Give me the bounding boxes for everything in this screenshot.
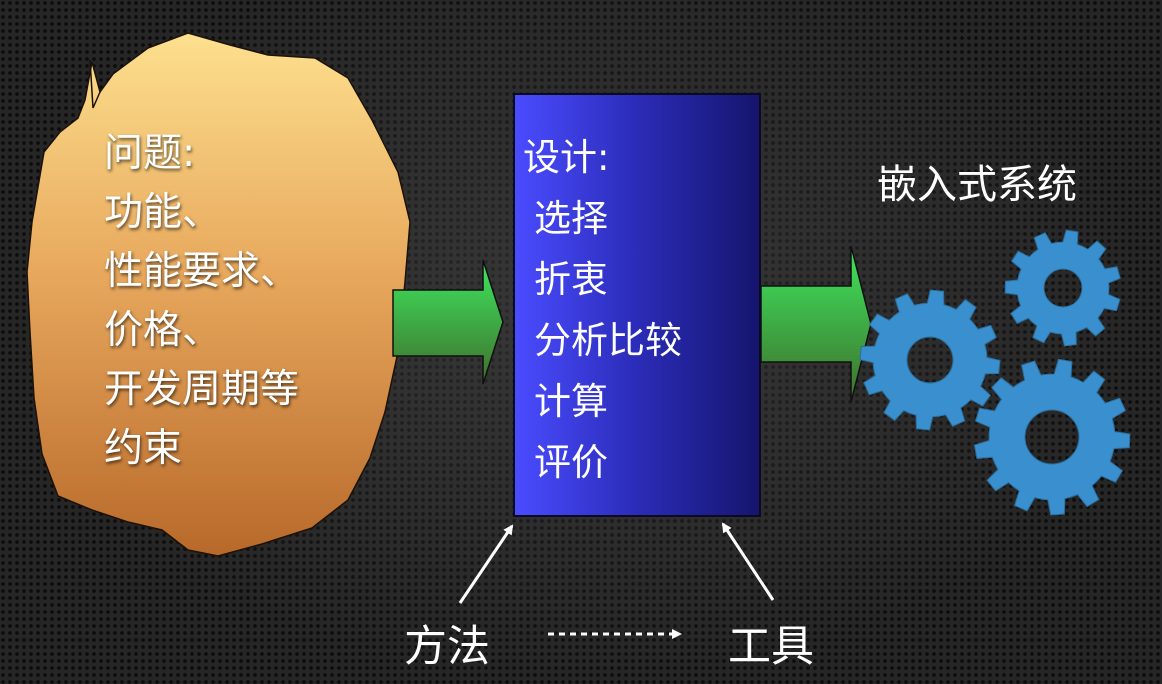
design-text: 设计: 选择 折衷 分析比较 计算 评价 [523,127,682,493]
problem-text: 问题: 功能、 性能要求、 价格、 开发周期等 约束 [104,124,299,478]
gears-icon [859,229,1131,516]
problem-shape [26,32,411,557]
design-box [513,93,761,517]
design-heading: 设计: [523,136,610,179]
method-label: 方法 [404,622,490,672]
problem-heading: 问题: [104,131,196,176]
design-item-tradeoff: 折衷 [534,258,608,301]
problem-shape-spike [89,59,101,109]
design-item-select: 选择 [534,197,608,240]
embedded-system-label: 嵌入式系统 [877,162,1077,208]
tool-label: 工具 [728,622,814,672]
flow-arrow-left [392,259,504,385]
design-item-analysis: 分析比较 [534,319,682,362]
method-arrow [458,524,514,604]
problem-item-performance: 性能要求、 [104,249,300,294]
problem-item-schedule: 开发周期等 [104,367,300,412]
design-item-evaluation: 评价 [534,441,608,484]
problem-item-constraint: 约束 [104,426,183,471]
problem-item-price: 价格、 [104,308,222,353]
tool-arrow [721,522,775,601]
gear-top-right [1004,229,1121,347]
gear-left [859,289,1001,431]
problem-item-function: 功能、 [104,190,222,235]
flow-arrow-right [760,245,872,403]
design-item-calculation: 计算 [534,380,608,423]
gear-bottom-right [973,358,1131,516]
